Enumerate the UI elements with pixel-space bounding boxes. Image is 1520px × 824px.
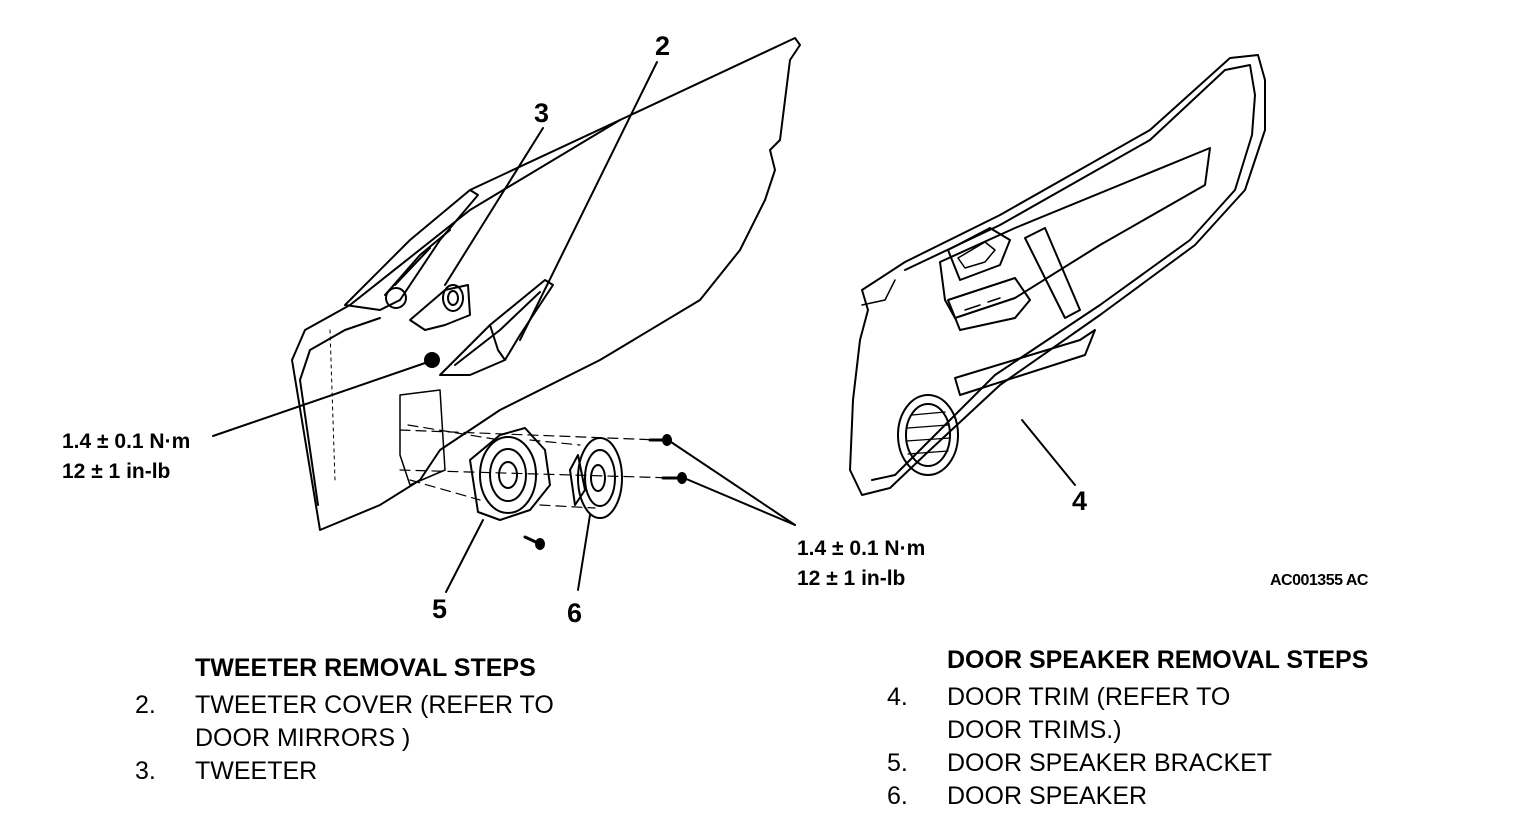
- speaker-steps-title: DOOR SPEAKER REMOVAL STEPS: [947, 646, 1369, 674]
- figure-code: AC001355 AC: [1270, 572, 1368, 589]
- step-number: 4.: [887, 683, 908, 711]
- step-text: TWEETER: [195, 757, 318, 785]
- step-text: DOOR SPEAKER BRACKET: [947, 749, 1273, 777]
- alignment-lines: [399, 424, 676, 509]
- callout-6: 6: [567, 598, 583, 628]
- tweeter-cover: [439, 279, 554, 376]
- screws: [523, 434, 687, 550]
- torque-imperial: 12 ± 1 in-lb: [797, 567, 906, 590]
- step-text: DOOR TRIM (REFER TO DOOR TRIMS.): [947, 683, 1231, 744]
- mirror-corner-frame: [344, 119, 621, 311]
- step-number: 5.: [887, 749, 908, 777]
- speaker-bracket: [469, 427, 551, 521]
- list-item: 4. DOOR TRIM (REFER TO DOOR TRIMS.): [887, 681, 1487, 747]
- step-text: DOOR SPEAKER: [947, 782, 1148, 810]
- tweeter-removal-steps: TWEETER REMOVAL STEPS 2. TWEETER COVER (…: [135, 654, 695, 788]
- step-text: TWEETER COVER (REFER TO DOOR MIRRORS ): [195, 691, 554, 752]
- list-item: 3. TWEETER: [135, 755, 695, 788]
- door-inner-panel: [291, 37, 801, 531]
- tweeter-steps-title: TWEETER REMOVAL STEPS: [195, 654, 536, 682]
- callout-5: 5: [432, 594, 448, 624]
- step-number: 3.: [135, 757, 156, 785]
- list-item: 5. DOOR SPEAKER BRACKET: [887, 747, 1487, 780]
- torque-spec-speaker: 1.4 ± 0.1 N·m 12 ± 1 in-lb: [797, 534, 925, 594]
- step-number: 2.: [135, 691, 156, 719]
- torque-imperial: 12 ± 1 in-lb: [62, 460, 171, 483]
- tweeter: [385, 284, 471, 368]
- speaker-removal-steps: DOOR SPEAKER REMOVAL STEPS 4. DOOR TRIM …: [887, 646, 1487, 813]
- step-number: 6.: [887, 782, 908, 810]
- torque-spec-tweeter: 1.4 ± 0.1 N·m 12 ± 1 in-lb: [62, 427, 190, 487]
- list-item: 6. DOOR SPEAKER: [887, 780, 1487, 813]
- door-trim: [849, 54, 1266, 496]
- callout-4: 4: [1072, 486, 1088, 516]
- door-speaker: [569, 437, 623, 519]
- torque-metric: 1.4 ± 0.1 N·m: [797, 537, 926, 560]
- leader-lines: [212, 61, 1076, 593]
- list-item: 2. TWEETER COVER (REFER TO DOOR MIRRORS …: [135, 689, 695, 755]
- exploded-view-diagram: [212, 37, 1266, 593]
- callout-3: 3: [534, 98, 550, 128]
- torque-metric: 1.4 ± 0.1 N·m: [62, 430, 191, 453]
- callout-2: 2: [655, 31, 671, 61]
